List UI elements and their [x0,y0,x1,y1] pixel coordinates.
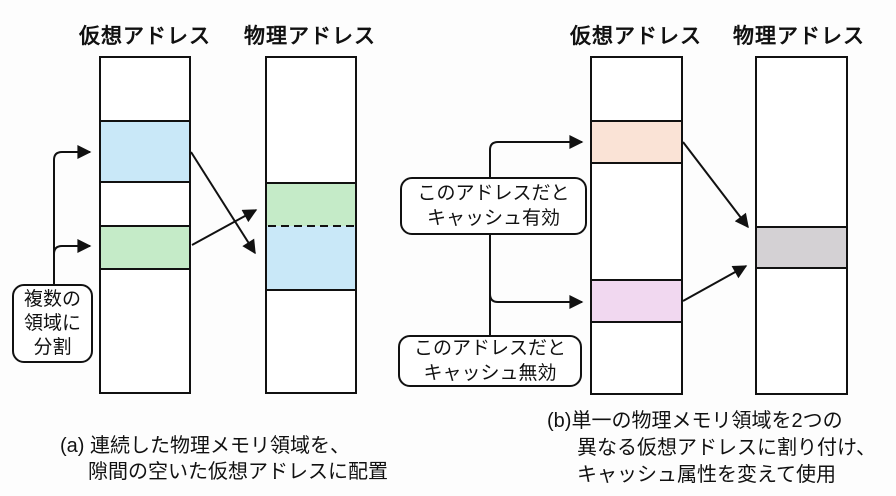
b-caption-line1: (b)単一の物理メモリ領域を2つの [547,410,843,432]
a-virtual-blue-block [99,120,191,183]
b-virtual-column [590,56,683,395]
b-caption: (b)単一の物理メモリ領域を2つの 異なる仮想アドレスに割り付け、 キャッシュ属… [547,408,876,489]
b-callout-cache-enabled-label: このアドレスだと キャッシュ有効 [401,178,586,234]
b-callout-enabled-line1: このアドレスだと [417,183,570,204]
b-caption-line2: 異なる仮想アドレスに割り付け、 [577,437,876,459]
b-virtual-address-title: 仮想アドレス [570,25,702,48]
b-callout-disabled-line2: キャッシュ無効 [423,363,557,384]
b-caption-line3: キャッシュ属性を変えて使用 [577,464,836,486]
diagram-b-shapes [398,56,848,395]
a-callout-bubble [12,284,93,363]
b-callout-cache-enabled-bubble [400,177,587,235]
b-physical-gray-block [755,226,848,269]
a-virtual-green-block [99,225,191,270]
a-callout-connector-lower [53,239,92,255]
a-callout-line2: 領域に [23,312,81,334]
a-virtual-address-title: 仮想アドレス [79,25,211,48]
b-arrow-peach-to-gray [682,141,749,229]
b-callout-disabled-line1: このアドレスだと [413,338,566,359]
b-arrow-pink-to-gray [682,265,748,302]
b-virtual-peach-block [590,120,683,164]
a-physical-address-title: 物理アドレス [244,25,376,48]
a-arrow-blue-to-physical [190,151,256,255]
b-virtual-pink-block [590,279,683,323]
diagram-a-shapes [12,56,357,394]
a-physical-blue-region [267,226,355,289]
b-callout-cache-disabled-label: このアドレスだと キャッシュ無効 [399,336,581,386]
b-physical-column [755,56,848,395]
a-physical-region-outline [265,182,357,291]
b-callout-enabled-line2: キャッシュ有効 [426,208,560,229]
b-callout-connector-lower [489,293,584,309]
a-callout-split-label: 複数の 領域に 分割 [13,285,92,362]
a-caption-line2: 隙間の空いた仮想アドレスに配置 [88,461,388,483]
a-caption: (a) 連続した物理メモリ領域を、 隙間の空いた仮想アドレスに配置 [60,433,388,485]
a-callout-line1: 複数の [23,288,81,310]
b-physical-address-title: 物理アドレス [733,25,865,48]
a-arrow-green-to-physical [191,209,258,246]
a-callout-connector-upper [53,145,92,285]
a-callout-line3: 分割 [33,336,72,358]
a-caption-line1: (a) 連続した物理メモリ領域を、 [60,435,350,457]
a-physical-green-region [267,184,355,226]
b-callout-connector-upper [489,135,584,336]
b-callout-cache-disabled-bubble [398,335,582,387]
